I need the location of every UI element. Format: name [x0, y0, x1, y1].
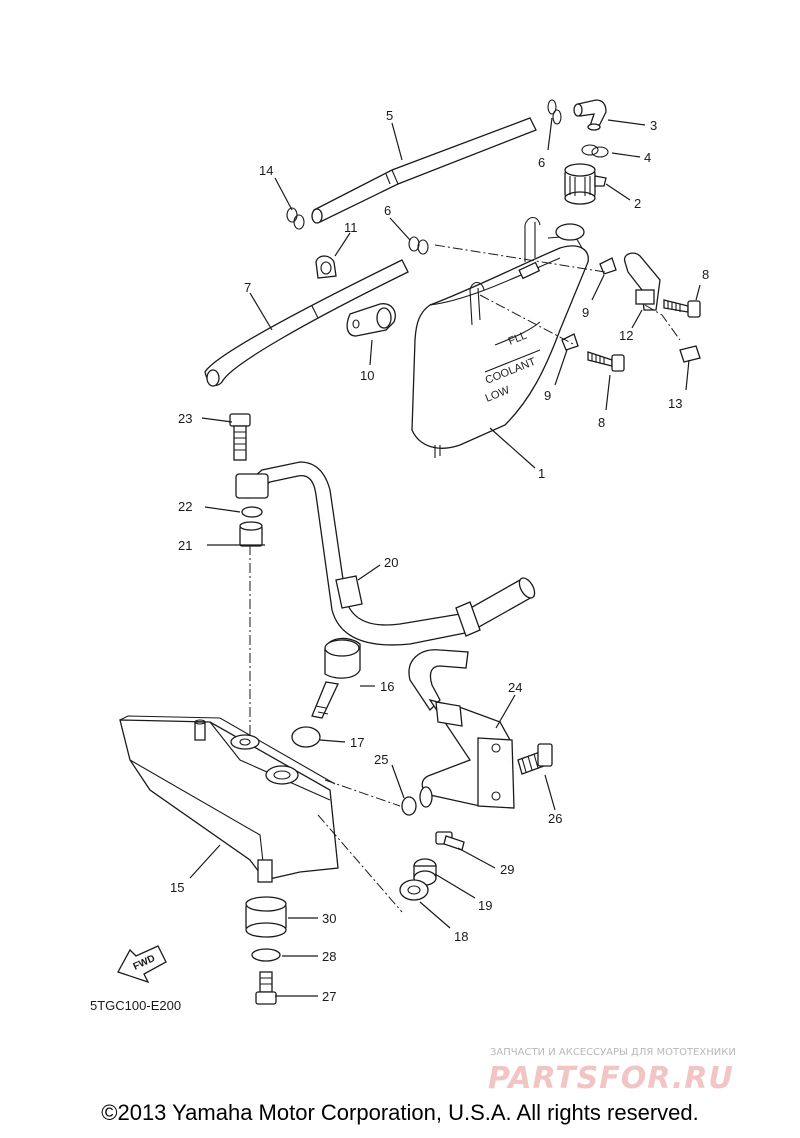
assembly-line-tank-upper — [434, 244, 606, 273]
drain-cap-30 — [245, 896, 287, 938]
collar-9-lower — [561, 333, 579, 351]
callout-21: 21 — [178, 538, 192, 553]
callout-15: 15 — [170, 880, 184, 895]
assembly-line-oring — [324, 779, 401, 807]
drain-bolt-27 — [255, 971, 277, 1005]
callout-2: 2 — [634, 196, 641, 211]
hose-clip-6-mid — [408, 236, 429, 255]
callout-8-upper: 8 — [702, 267, 709, 282]
callout-9-upper: 9 — [582, 305, 589, 320]
watermark-tagline: ЗАПЧАСТИ И АКСЕССУАРЫ ДЛЯ МОТОТЕХНИКИ — [490, 1047, 736, 1058]
callout-4: 4 — [644, 150, 651, 165]
breather-hose — [311, 117, 537, 224]
bolt-29 — [435, 831, 465, 851]
o-ring-25 — [401, 796, 417, 816]
hose-clip-6-top — [547, 99, 562, 125]
copyright-notice: ©2013 Yamaha Motor Corporation, U.S.A. A… — [101, 1100, 699, 1125]
callout-16: 16 — [380, 679, 394, 694]
collar-21 — [239, 521, 263, 547]
callout-6-mid: 6 — [384, 203, 391, 218]
overflow-hose — [204, 259, 409, 387]
assembly-line-grommet — [317, 814, 403, 913]
collar-9-upper — [599, 257, 617, 275]
washer-22 — [241, 506, 263, 518]
bolt-8-upper — [663, 299, 701, 318]
callout-10: 10 — [360, 368, 374, 383]
callout-3: 3 — [650, 118, 657, 133]
callout-12: 12 — [619, 328, 633, 343]
callout-22: 22 — [178, 499, 192, 514]
callout-23: 23 — [178, 411, 192, 426]
grommet-18 — [399, 879, 429, 901]
callout-numbers: 1 2 3 4 5 6 6 7 8 8 9 9 10 11 12 13 14 1… — [170, 108, 709, 1004]
callout-27: 27 — [322, 989, 336, 1004]
callout-9-lower: 9 — [544, 388, 551, 403]
callout-29: 29 — [500, 862, 514, 877]
bolt-26 — [517, 743, 553, 775]
callout-13: 13 — [668, 396, 682, 411]
callout-19: 19 — [478, 898, 492, 913]
assembly-line-bracket — [644, 304, 681, 341]
hose-clamp-11 — [315, 255, 337, 279]
callout-1: 1 — [538, 466, 545, 481]
coolant-reservoir-tank: FLL COOLANT LOW — [411, 216, 589, 458]
callout-14: 14 — [259, 163, 273, 178]
callout-25: 25 — [374, 752, 388, 767]
drain-hose-24 — [408, 649, 515, 809]
callout-8-lower: 8 — [598, 415, 605, 430]
callout-20: 20 — [384, 555, 398, 570]
hose-clamp-10 — [346, 303, 396, 337]
reservoir-cap — [564, 163, 607, 205]
callout-11: 11 — [344, 220, 358, 235]
callout-17: 17 — [350, 735, 364, 750]
callout-24: 24 — [508, 680, 522, 695]
bolt-23 — [229, 413, 251, 461]
hose-clip-14 — [286, 207, 305, 230]
clip-13 — [679, 345, 701, 363]
watermark-brand: PARTSFOR.RU — [488, 1061, 734, 1096]
lower-reservoir-tank — [119, 715, 339, 883]
mount-bracket — [623, 252, 661, 311]
callout-26: 26 — [548, 811, 562, 826]
hose-clip-4 — [581, 144, 609, 158]
callout-30: 30 — [322, 911, 336, 926]
watermark: ЗАПЧАСТИ И АКСЕССУАРЫ ДЛЯ МОТОТЕХНИКИ PA… — [488, 1047, 736, 1096]
leader-lines — [189, 117, 701, 997]
callout-5: 5 — [386, 108, 393, 123]
filler-cap-dipstick — [311, 637, 361, 719]
diagram-code: 5TGC100-E200 — [90, 998, 181, 1013]
o-ring-17 — [291, 726, 321, 748]
bolt-8-lower — [587, 351, 625, 372]
forward-arrow-icon: FWD — [117, 945, 167, 984]
callout-18: 18 — [454, 929, 468, 944]
overflow-pipe — [235, 461, 536, 646]
breather-elbow — [573, 99, 607, 131]
callout-7: 7 — [244, 280, 251, 295]
gasket-28 — [251, 948, 281, 962]
callout-28: 28 — [322, 949, 336, 964]
callout-6-top: 6 — [538, 155, 545, 170]
